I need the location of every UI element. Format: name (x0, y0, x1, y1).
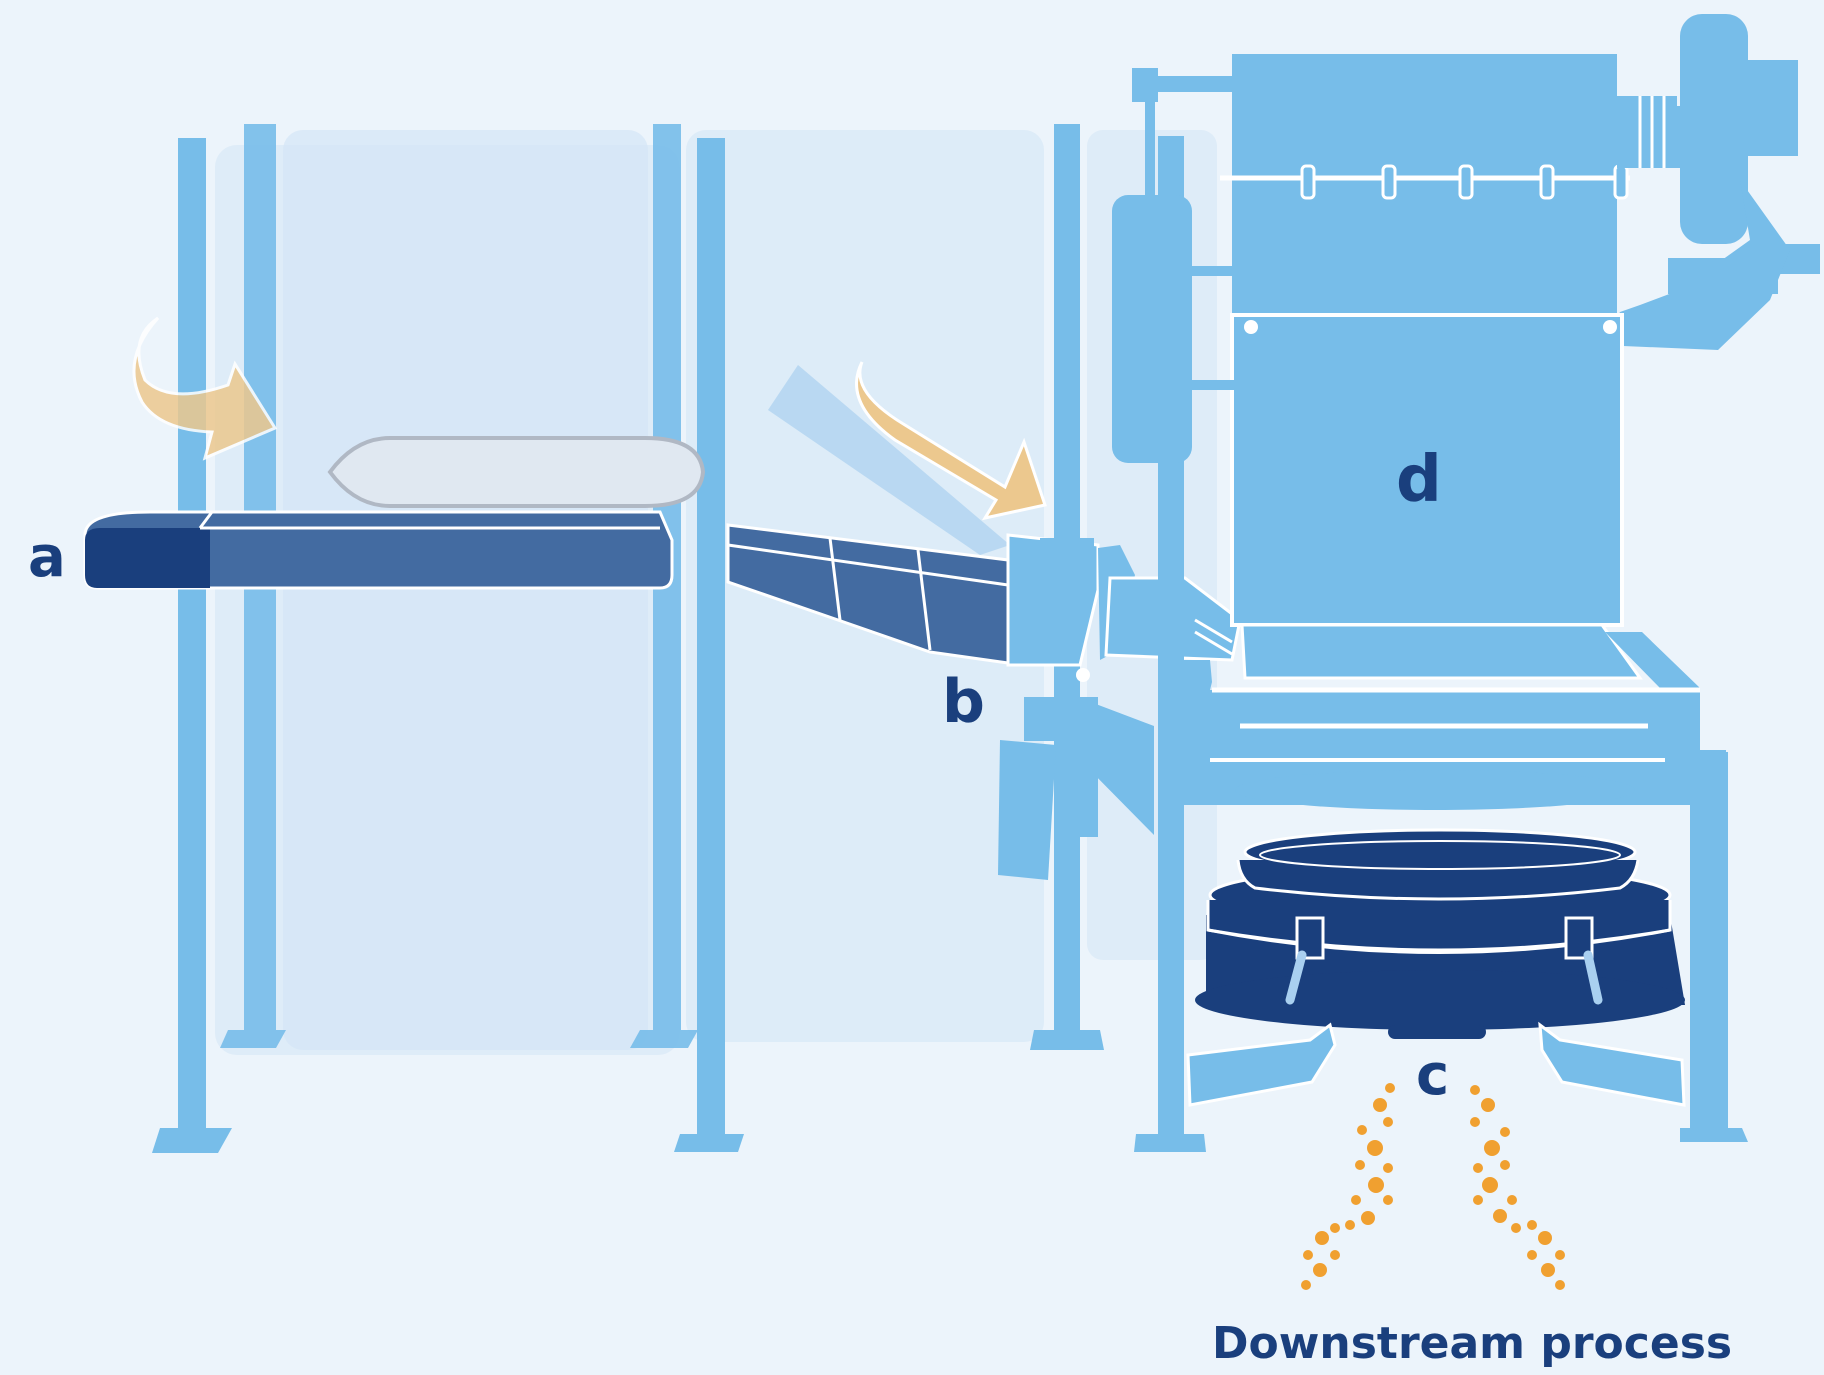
output-chutes (1186, 1021, 1686, 1107)
ghost-bag (768, 365, 1010, 555)
particles (1301, 1083, 1565, 1290)
arrow-b (855, 361, 1047, 521)
support-b (998, 697, 1154, 880)
machine-d (1112, 14, 1820, 1152)
arrow-a (132, 316, 278, 461)
bowl-c (1195, 828, 1685, 1039)
conveyor-a (83, 510, 674, 590)
downstream-caption: Downstream process (1212, 1318, 1733, 1369)
bag (327, 436, 706, 508)
label-d: d (1396, 443, 1442, 517)
label-b: b (942, 667, 985, 737)
label-a: a (28, 525, 66, 590)
label-c: c (1416, 1043, 1450, 1108)
